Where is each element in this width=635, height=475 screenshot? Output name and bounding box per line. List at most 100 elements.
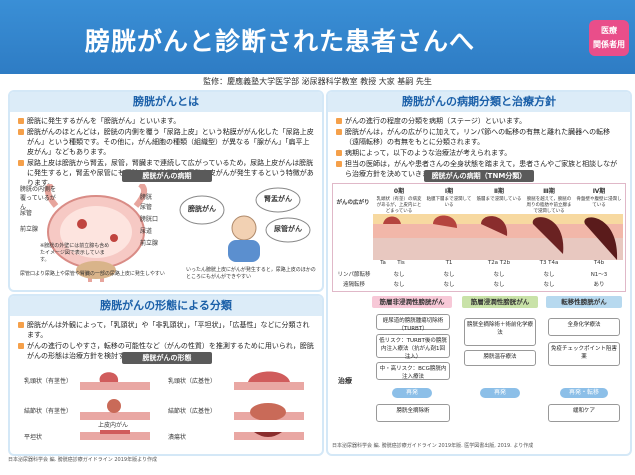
bubble-label: 膀胱がん xyxy=(188,205,216,213)
pill-recur-meta: 再発・転移 xyxy=(560,388,608,398)
audience-badge: 医療 関係者用 xyxy=(589,20,629,56)
tumor-mark xyxy=(77,219,87,229)
staging-bullet: がんの進行の程度の分類を病期（ステージ）といいます。 xyxy=(336,116,622,126)
fig-label: 膀胱の内側を覆っているがん xyxy=(20,186,57,211)
morph-figure-title: 膀胱がんの形態 xyxy=(122,352,212,364)
staging-table-title: 膀胱がんの病期（TNM分類） xyxy=(424,170,534,182)
tx-head-mibc: 筋層浸潤性膀胱がん xyxy=(462,296,538,308)
t-value: T3 T4a xyxy=(539,260,559,266)
stage-desc: 膀胱を越えて，膀胱の周りの脂肪や前立腺まで浸潤している xyxy=(526,197,572,214)
bubble-label: 腎盂がん xyxy=(264,195,292,203)
pill-recur-2: 再発 xyxy=(480,388,520,398)
fig-label: 膀胱口 xyxy=(140,216,159,223)
tx-box-palliative: 緩和ケア xyxy=(548,404,620,422)
about-heading: 膀胱がんとは xyxy=(10,92,322,112)
morph-image-flat xyxy=(80,430,150,440)
morph-label: 乳頭状（広基性） xyxy=(168,378,217,385)
tx-box-cystectomy: 膀胱全摘除術 xyxy=(376,404,450,422)
stage-col-1: Ⅰ期 xyxy=(444,188,454,195)
lymph-value: なし xyxy=(393,272,405,278)
tx-box-low-risk: 低リスク：TURBT後の膀胱内注入療法（抗がん剤1回注入） xyxy=(376,334,450,360)
about-bullet: 膀胱がんのほとんどは，膀胱の内側を覆う「尿路上皮」という粘膜ががん化した「尿路上… xyxy=(18,127,314,157)
tx-box-bladder-preservation: 膀胱温存療法 xyxy=(464,350,536,366)
staging-heading: 膀胱がんの病期分類と治療方針 xyxy=(328,92,630,112)
morph-label: 乳頭状（有茎性） xyxy=(24,378,73,385)
tx-label: 治療 xyxy=(338,377,352,385)
tx-box-cystectomy-neoadj: 膀胱全摘除術＋術前化学療法 xyxy=(464,318,536,346)
prostate-shape xyxy=(76,261,116,279)
tx-box-chemo: 全身化学療法 xyxy=(548,318,620,336)
bladder-wall-layers xyxy=(373,214,623,260)
badge-line1: 医療 xyxy=(601,26,617,35)
fig-label: 尿管 xyxy=(140,204,153,211)
stage-col-0: 0期 xyxy=(393,188,405,195)
about-bullet: 膀胱に発生するがんを「膀胱がん」といいます。 xyxy=(18,116,314,126)
morph-heading: 膀胱がんの形態による分類 xyxy=(10,296,322,316)
staging-bullet: 病期によって，以下のような治療法が考えられます。 xyxy=(336,148,622,158)
stage-desc: 骨盤壁や腹壁に浸潤している xyxy=(576,197,622,208)
supervisor-credit: 監修：慶應義塾大学医学部 泌尿器科学教室 教授 大家 基嗣 先生 xyxy=(203,77,432,86)
bubble-ureter xyxy=(265,217,311,243)
stage-col-3: Ⅲ期 xyxy=(543,188,555,195)
t-value: T2a T2b xyxy=(487,260,511,266)
morph-label: 結節状（有茎性） xyxy=(24,408,73,415)
stage-desc: 筋層まで浸潤している xyxy=(476,197,522,202)
distant-value: なし xyxy=(543,282,555,288)
t-value: T4b xyxy=(593,260,605,266)
stage-desc: 乳頭状（有茎）の病変があるが，上皮内にとどまっている xyxy=(376,197,422,214)
ureter-left xyxy=(44,184,59,208)
fig-label: 前立腺 xyxy=(140,240,159,247)
t-value: Tis xyxy=(397,260,405,266)
distant-value: あり xyxy=(593,282,605,288)
bubble-bladder xyxy=(179,195,225,225)
morph-label: 平坦状 xyxy=(24,434,43,441)
morph-label: 結節状（広基性） xyxy=(168,408,217,415)
distant-label: 遠隔転移 xyxy=(342,282,365,288)
morph-bullet: がんの進行のしやすさ，転移の可能性など（がんの性質）を推測するために用いられ，膀… xyxy=(18,341,314,361)
tx-box-icb: 免疫チェックポイント阻害薬 xyxy=(548,342,620,366)
tx-box-turbt: 経尿道的膀胱腫瘍切除術（TURBT） xyxy=(376,314,450,332)
fig-label: 尿管 xyxy=(20,210,33,217)
morph-image-nodular-sessile xyxy=(234,403,304,420)
staging-footnote: 日本泌尿器科学会 編. 膀胱癌診療ガイドライン 2019年版. 医学図書出版, … xyxy=(332,443,534,449)
pill-recur-1: 再発 xyxy=(392,388,432,398)
fig-label: 尿道 xyxy=(140,228,153,235)
bladder-illustration xyxy=(44,184,148,282)
fig-note: ※膀胱の外壁には前立腺も含めたイメージ図で表示しています。 xyxy=(40,243,110,263)
tumor-mark xyxy=(110,234,118,242)
patient-illustration xyxy=(179,187,311,262)
t-value: Ta xyxy=(380,260,386,266)
staging-bullets: がんの進行の程度の分類を病期（ステージ）といいます。 膀胱がんは，がんの広がりに… xyxy=(336,116,622,180)
fig-bottom-right: いったん膀胱上皮にがんが発生すると，尿路上皮のほかのところにもがんができやすい xyxy=(186,267,316,280)
lymph-value: N1〜3 xyxy=(590,272,608,278)
morph-image-papillary-sessile xyxy=(234,371,304,390)
lymph-label: リンパ節転移 xyxy=(337,272,371,278)
footer-left: 日本泌尿器科学会 編. 膀胱癌診療ガイドライン 2019年版より作成 xyxy=(8,457,157,463)
tx-head-nmibc: 筋層非浸潤性膀胱がん xyxy=(372,296,452,308)
distant-value: なし xyxy=(393,282,405,288)
page-title: 膀胱がんと診断された患者さんへ xyxy=(84,27,475,56)
morph-label: 上皮内がん xyxy=(98,422,129,429)
badge-line2: 関係者用 xyxy=(593,40,625,49)
about-panel: 膀胱がんとは 膀胱に発生するがんを「膀胱がん」といいます。 膀胱がんのほとんどは… xyxy=(8,90,324,292)
lymph-value: なし xyxy=(443,272,455,278)
stage-col-2: Ⅱ期 xyxy=(494,188,504,195)
fig-label: 前立腺 xyxy=(20,226,39,233)
distant-value: なし xyxy=(493,282,505,288)
morph-image-ulcerative xyxy=(234,432,304,440)
distant-value: なし xyxy=(443,282,455,288)
t-value: T1 xyxy=(445,260,453,266)
fig-bottom-left: 尿管口より尿路上や尿管や腎臓の一部の尿路上皮に発生しやすい xyxy=(20,271,165,277)
morph-bullets: 膀胱がんは外観によって，「乳頭状」や「非乳頭状」，「平坦状」，「広基性」などに分… xyxy=(18,320,314,362)
lymph-value: なし xyxy=(543,272,555,278)
fig-label: 膀胱 xyxy=(140,194,153,201)
tx-box-bcg: 中・高リスク：BCG膀胱内注入療法 xyxy=(376,362,450,380)
morph-image-papillary-pedunculated xyxy=(80,372,150,390)
row-label: がんの広がり xyxy=(336,200,370,206)
morph-panel: 膀胱がんの形態による分類 膀胱がんは外観によって，「乳頭状」や「非乳頭状」，「平… xyxy=(8,294,324,456)
staging-bullet: 担当の医師は，がんや患者さんの全身状態を踏まえて，患者さんやご家族と相談しながら… xyxy=(336,159,622,179)
morph-bullet: 膀胱がんは外観によって，「乳頭状」や「非乳頭状」，「平坦状」，「広基性」などに分… xyxy=(18,320,314,340)
ureter-right xyxy=(133,184,148,208)
bladder-lumen xyxy=(60,206,132,258)
